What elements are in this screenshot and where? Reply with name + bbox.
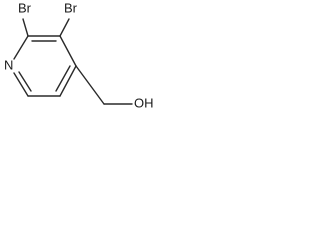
bond-c4-c5	[59, 65, 77, 97]
double-bond-c6-n1	[18, 71, 32, 92]
bond-c2-br	[22, 18, 29, 37]
double-bond-c4-c5	[55, 65, 71, 92]
bond-c3-c4	[59, 35, 77, 67]
bond-c6-n1	[13, 72, 29, 97]
nitrogen-label: N	[4, 57, 13, 72]
bromine-label-2: Br	[18, 0, 32, 15]
chemical-structure: N Br Br OH	[4, 0, 154, 110]
bond-c3-br	[59, 18, 70, 37]
bromine-label-3: Br	[64, 0, 78, 15]
hydroxyl-label: OH	[134, 95, 154, 110]
bond-n1-c2	[13, 35, 29, 60]
bond-c4-ch2	[75, 65, 105, 105]
